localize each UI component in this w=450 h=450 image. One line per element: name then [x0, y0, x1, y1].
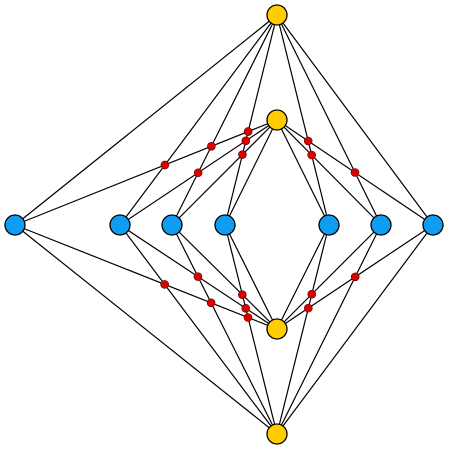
- blue-node-B5: [318, 214, 340, 236]
- edge-Y4-B2: [119, 224, 278, 435]
- edge-Y4-B6: [276, 224, 382, 435]
- edge-Y2-B5: [276, 119, 330, 226]
- edge-Y3-B4: [224, 224, 278, 330]
- edge-Y1-B6: [276, 14, 382, 226]
- blue-node-B6: [370, 214, 392, 236]
- crossing-marker-5: [241, 136, 251, 146]
- crossing-marker-11: [206, 298, 216, 308]
- edge-Y4-B1: [14, 224, 278, 435]
- edge-Y4-B3: [171, 224, 278, 435]
- edge-layer: [14, 14, 434, 435]
- edge-Y1-B7: [276, 14, 434, 226]
- edge-Y1-B4: [224, 14, 278, 226]
- crossing-marker-7: [307, 150, 316, 160]
- crossing-marker-14: [241, 303, 251, 313]
- edge-Y2-B1: [14, 119, 278, 226]
- edge-Y2-B4: [224, 119, 278, 226]
- crossing-marker-18: [350, 272, 360, 282]
- crossing-marker-8: [303, 136, 313, 146]
- crossing-marker-layer: [160, 127, 360, 322]
- blue-node-B1: [4, 214, 26, 236]
- crossing-marker-3: [193, 168, 203, 178]
- edge-Y1-B5: [276, 14, 330, 226]
- crossing-marker-16: [307, 289, 317, 299]
- edge-Y3-B6: [276, 224, 382, 330]
- crossing-marker-9: [350, 168, 360, 177]
- crossing-marker-17: [304, 303, 313, 313]
- crossing-marker-13: [193, 272, 203, 281]
- crossing-marker-6: [238, 150, 247, 159]
- edge-Y3-B5: [276, 224, 330, 330]
- edge-Y1-B2: [119, 14, 278, 226]
- edge-Y1-B1: [14, 14, 278, 226]
- crossing-marker-2: [207, 142, 216, 151]
- yellow-node-Y3: [266, 318, 288, 340]
- node-layer: [4, 4, 444, 445]
- edge-Y4-B7: [276, 224, 434, 435]
- yellow-node-Y4: [266, 423, 288, 445]
- yellow-node-Y1: [266, 4, 288, 26]
- crossing-marker-1: [160, 160, 170, 170]
- edge-Y1-B3: [171, 14, 278, 226]
- edge-Y3-B1: [14, 224, 278, 330]
- blue-node-B3: [161, 214, 183, 236]
- crossing-marker-12: [243, 313, 253, 322]
- crossing-marker-10: [160, 280, 169, 289]
- blue-node-B2: [109, 214, 131, 236]
- crossing-marker-4: [243, 127, 253, 136]
- blue-node-B7: [422, 214, 444, 236]
- edge-Y2-B3: [171, 119, 278, 226]
- edge-Y3-B3: [171, 224, 278, 330]
- blue-node-B4: [214, 214, 236, 236]
- edge-Y2-B6: [276, 119, 382, 226]
- yellow-node-Y2: [266, 109, 288, 131]
- edge-Y4-B5: [276, 224, 330, 435]
- crossing-marker-15: [238, 290, 247, 299]
- edge-Y4-B4: [224, 224, 278, 435]
